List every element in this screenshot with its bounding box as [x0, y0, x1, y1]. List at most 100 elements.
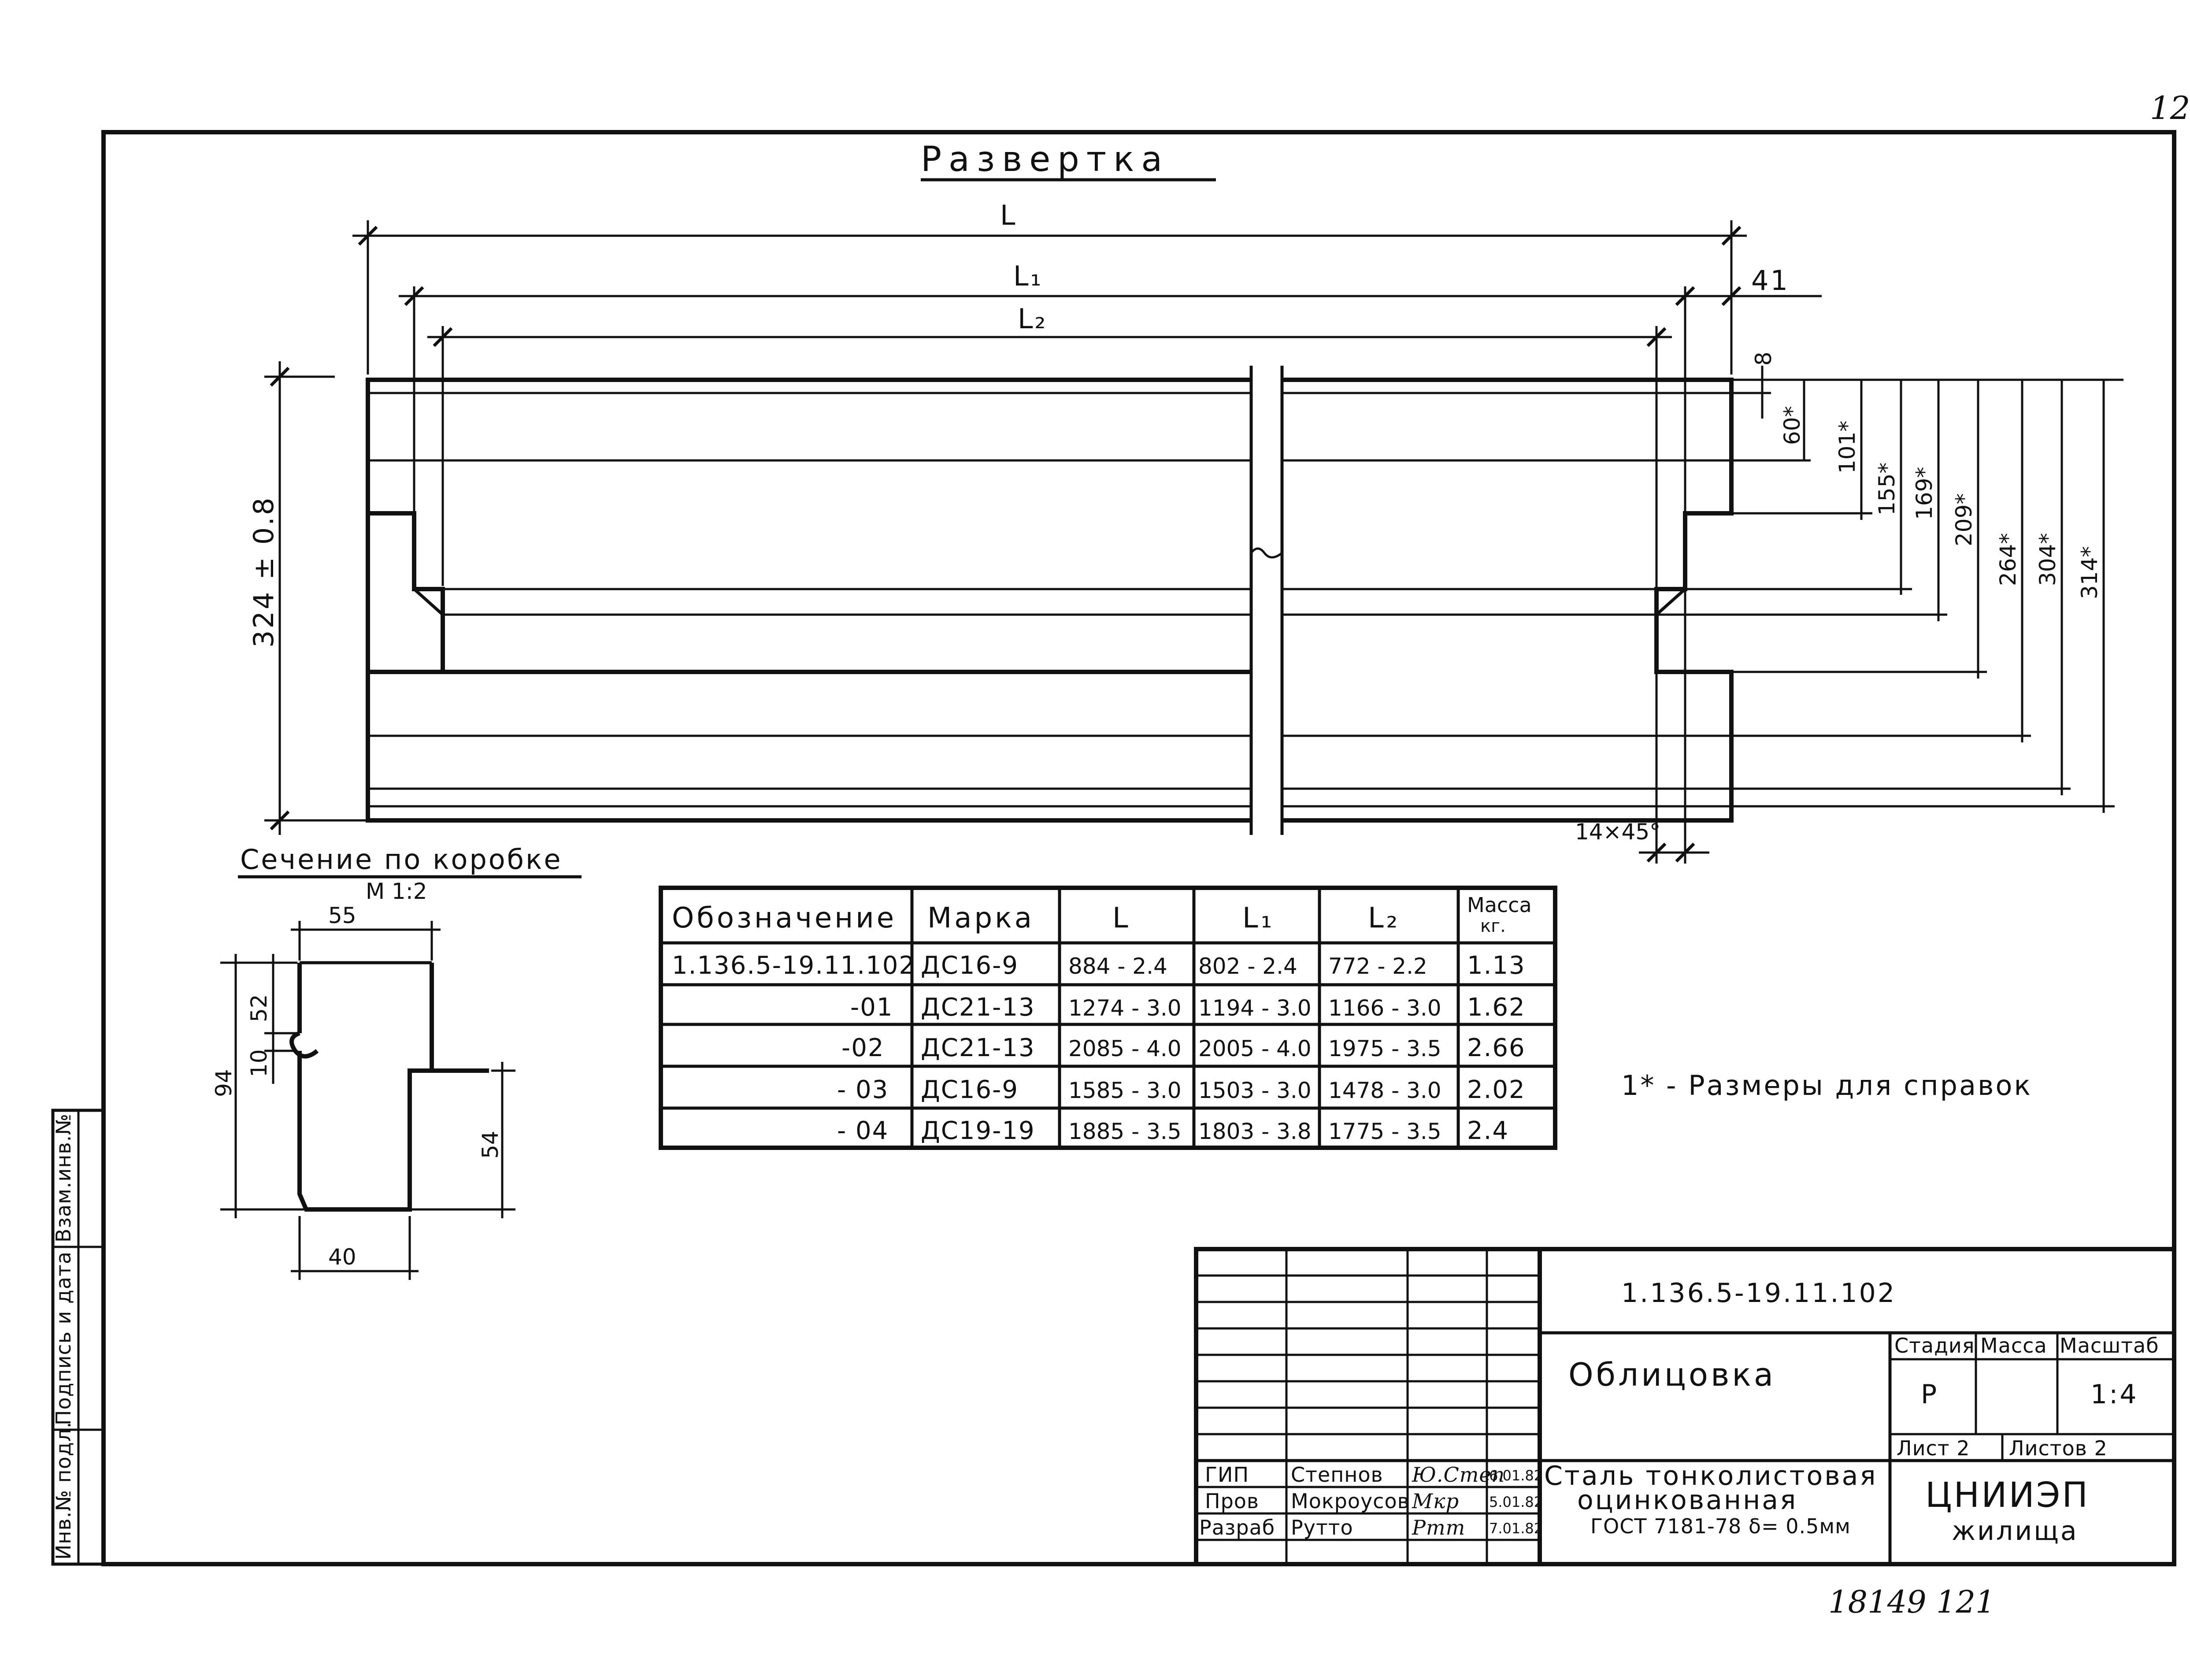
table-row: -02 ДС21-13 2085 - 4.0 2005 - 4.0 1975 -…: [841, 1034, 1526, 1062]
cell-L1: 2005 - 4.0: [1198, 1036, 1312, 1061]
cell-mass: 2.4: [1467, 1116, 1509, 1145]
dim-94: 94: [211, 1069, 237, 1097]
cell-L1: 1194 - 3.0: [1198, 995, 1312, 1021]
dim-314: 314*: [2077, 546, 2102, 599]
material-line-3: ГОСТ 7181-78 δ= 0.5мм: [1590, 1514, 1851, 1538]
person-sign: Мкр: [1412, 1489, 1459, 1513]
unfolding-title: Развертка: [921, 140, 1169, 179]
dim-169: 169*: [1912, 467, 1937, 520]
doc-code: 1.136.5-19.11.102: [1621, 1278, 1896, 1309]
person-role: Пров: [1205, 1489, 1259, 1513]
dim-chamfer: 14×45°: [1575, 819, 1660, 845]
cell-L: 1585 - 3.0: [1068, 1078, 1182, 1103]
spec-table: Обозначение Марка L L₁ L₂ Масса кг. 1.13…: [659, 886, 1557, 1150]
dim-L1: L₁: [1013, 260, 1043, 292]
cell-mass: 2.66: [1467, 1034, 1526, 1062]
org-line-1: ЦНИИЭП: [1925, 1476, 2090, 1515]
table-header-mark: Марка: [927, 902, 1034, 935]
side-stamp-inv: Инв.№ подл.: [52, 1421, 75, 1560]
cell-L: 1274 - 3.0: [1068, 995, 1182, 1021]
dim-209: 209*: [1951, 493, 1977, 546]
material-line-1: Сталь тонколистовая: [1544, 1461, 1877, 1491]
table-header-mass: Масса: [1467, 893, 1532, 917]
person-sign: Ю.Степ: [1412, 1463, 1505, 1487]
table-row: 1.136.5-19.11.102 ДС16-9 884 - 2.4 802 -…: [672, 951, 1526, 980]
cell-L1: 802 - 2.4: [1198, 953, 1297, 979]
person-role: Разраб: [1199, 1516, 1275, 1539]
section-scale: М 1:2: [366, 879, 427, 904]
sheet-value: Лист 2: [1897, 1436, 1970, 1460]
cell-L: 1885 - 3.5: [1068, 1119, 1182, 1144]
unfolding-drawing: [366, 366, 1734, 835]
person-name: Степнов: [1291, 1463, 1383, 1487]
dim-40: 40: [328, 1244, 356, 1270]
cell-mark: ДС19-19: [921, 1116, 1035, 1145]
dim-L: L: [1000, 199, 1017, 231]
cell-mark: ДС21-13: [921, 1034, 1035, 1062]
cell-designation: - 04: [837, 1116, 889, 1145]
stage-value: Р: [1921, 1379, 1938, 1410]
cell-L2: 1478 - 3.0: [1328, 1078, 1441, 1103]
unfolding-dimensions: L L₁ 41 L₂ 324 ± 0.8 14×45° 8: [248, 199, 2123, 864]
cell-designation: 1.136.5-19.11.102: [672, 951, 915, 980]
dim-10: 10: [246, 1049, 272, 1077]
person-name: Рутто: [1291, 1516, 1353, 1539]
dim-60: 60*: [1779, 406, 1805, 445]
title-block: 1.136.5-19.11.102 Облицовка Стадия Масса…: [1194, 1247, 2176, 1566]
scale-value: 1:4: [2090, 1379, 2138, 1410]
person-name: Мокроусов: [1291, 1489, 1410, 1513]
dim-101: 101*: [1834, 421, 1860, 474]
doc-name: Облицовка: [1568, 1356, 1776, 1393]
table-header-L2: L₂: [1368, 902, 1400, 935]
person-date: 6.01.82: [1489, 1467, 1543, 1484]
stage-header: Стадия: [1894, 1334, 1975, 1357]
cell-L: 884 - 2.4: [1068, 953, 1167, 979]
table-row: - 03 ДС16-9 1585 - 3.0 1503 - 3.0 1478 -…: [837, 1075, 1526, 1104]
table-header-L: L: [1112, 902, 1131, 935]
cell-mark: ДС16-9: [921, 951, 1019, 980]
person-date: 5.01.82: [1489, 1494, 1543, 1510]
dim-55: 55: [328, 903, 356, 928]
material-line-2: оцинкованная: [1577, 1485, 1797, 1516]
cell-mass: 2.02: [1467, 1075, 1526, 1104]
person-date: 7.01.82: [1489, 1520, 1543, 1537]
table-header-designation: Обозначение: [672, 902, 897, 935]
cell-L1: 1503 - 3.0: [1198, 1078, 1312, 1103]
dim-155: 155*: [1874, 463, 1900, 515]
bottom-note: 18149 121: [1828, 1584, 1995, 1620]
table-header-unit: кг.: [1480, 916, 1506, 936]
cell-designation: - 03: [837, 1075, 889, 1104]
dim-304: 304*: [2035, 533, 2060, 586]
table-header-L1: L₁: [1242, 902, 1275, 935]
sheet-number: 120: [2150, 89, 2190, 126]
table-row: - 04 ДС19-19 1885 - 3.5 1803 - 3.8 1775 …: [837, 1116, 1509, 1145]
table-row: -01 ДС21-13 1274 - 3.0 1194 - 3.0 1166 -…: [850, 993, 1526, 1022]
dim-L2: L₂: [1018, 303, 1047, 335]
cell-L1: 1803 - 3.8: [1198, 1119, 1312, 1144]
cell-mark: ДС16-9: [921, 1075, 1019, 1104]
sheets-value: Листов 2: [2009, 1436, 2108, 1460]
person-role: ГИП: [1205, 1463, 1249, 1487]
section-title: Сечение по коробке: [240, 843, 563, 875]
side-stamp-replaced: Взам.инв.№: [52, 1113, 75, 1242]
dim-54: 54: [478, 1131, 503, 1159]
cell-mass: 1.13: [1467, 951, 1526, 980]
cell-designation: -02: [841, 1034, 884, 1062]
side-stamp-sign: Подпись и дата: [52, 1251, 75, 1425]
dim-height: 324 ± 0.8: [248, 496, 280, 648]
cell-L: 2085 - 4.0: [1068, 1036, 1182, 1061]
dim-8: 8: [1751, 352, 1776, 366]
dim-52: 52: [246, 994, 272, 1022]
cell-mass: 1.62: [1467, 993, 1526, 1022]
org-line-2: жилища: [1952, 1516, 2079, 1546]
scale-header: Масштаб: [2060, 1334, 2159, 1357]
reference-note: 1* - Размеры для справок: [1621, 1069, 2032, 1101]
cell-mark: ДС21-13: [921, 993, 1035, 1022]
cell-designation: -01: [850, 993, 893, 1022]
cell-L2: 1166 - 3.0: [1328, 995, 1441, 1021]
dim-41: 41: [1751, 264, 1790, 297]
dim-264: 264*: [1995, 533, 2021, 586]
section-profile: 55 94 52 10 54 40: [211, 903, 515, 1280]
person-sign: Ртт: [1412, 1516, 1465, 1539]
sheet-frame: [101, 130, 2176, 1566]
